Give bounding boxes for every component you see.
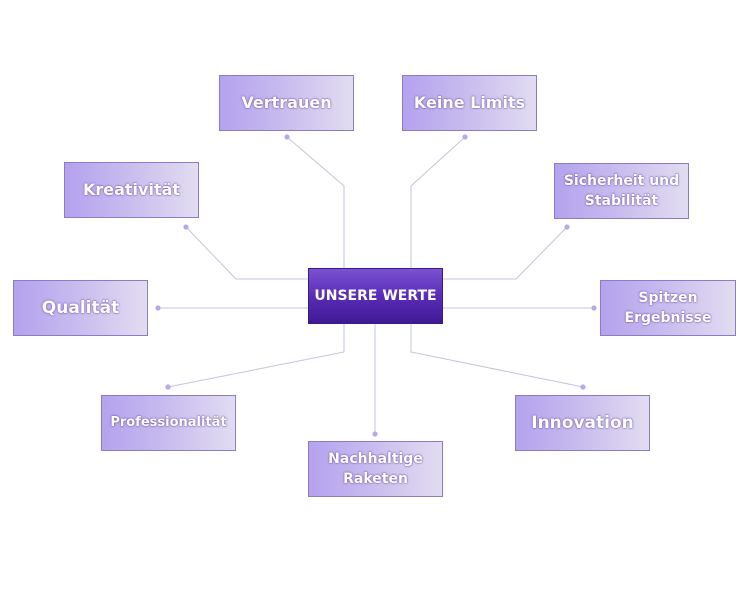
value-node-professionalitaet[interactable]: Professionalität: [101, 395, 236, 451]
value-label-line-1: Spitzen: [638, 289, 698, 306]
connector-professionalitaet: [167, 324, 345, 388]
connector-kreativitaet: [185, 226, 308, 280]
connector-sicherheit: [443, 226, 568, 280]
value-label-line-2: Raketen: [343, 471, 408, 487]
connector-vertrauen: [286, 136, 345, 268]
connector-innovation: [410, 324, 584, 388]
value-node-kreativitaet[interactable]: Kreativität: [64, 162, 199, 218]
value-label: Vertrauen: [241, 93, 332, 113]
dot-vertrauen: [284, 134, 290, 140]
dot-keine-limits: [462, 134, 468, 140]
value-node-spitzen-ergebnisse[interactable]: Spitzen Ergebnisse: [600, 280, 736, 336]
dot-professionalitaet: [165, 384, 171, 390]
center-node-label: UNSERE WERTE: [314, 287, 437, 304]
value-node-vertrauen[interactable]: Vertrauen: [219, 75, 354, 131]
dot-sicherheit: [564, 224, 570, 230]
value-label: Qualität: [41, 297, 120, 318]
value-label-line-1: Nachhaltige: [328, 450, 423, 467]
dot-qualitaet: [155, 305, 161, 311]
value-node-qualitaet[interactable]: Qualität: [13, 280, 148, 336]
center-node-unsere-werte[interactable]: UNSERE WERTE: [308, 268, 443, 324]
value-label: Kreativität: [82, 180, 181, 200]
value-label: Keine Limits: [413, 93, 526, 113]
dot-kreativitaet: [183, 224, 189, 230]
value-label-line-1: Sicherheit und: [563, 172, 680, 189]
value-node-nachhaltige-raketen[interactable]: Nachhaltige Raketen: [308, 441, 443, 497]
value-label: Professionalität: [110, 414, 227, 430]
value-node-innovation[interactable]: Innovation: [515, 395, 650, 451]
value-node-sicherheit-und-stabilitaet[interactable]: Sicherheit und Stabilität: [554, 163, 689, 219]
value-label-line-2: Stabilität: [584, 193, 659, 209]
dot-nachhaltige: [372, 431, 378, 437]
value-node-keine-limits[interactable]: Keine Limits: [402, 75, 537, 131]
value-label-line-2: Ergebnisse: [624, 310, 712, 326]
connector-keine-limits: [410, 136, 466, 268]
dot-spitzen: [591, 305, 597, 311]
dot-innovation: [580, 384, 586, 390]
value-label: Innovation: [531, 412, 634, 433]
